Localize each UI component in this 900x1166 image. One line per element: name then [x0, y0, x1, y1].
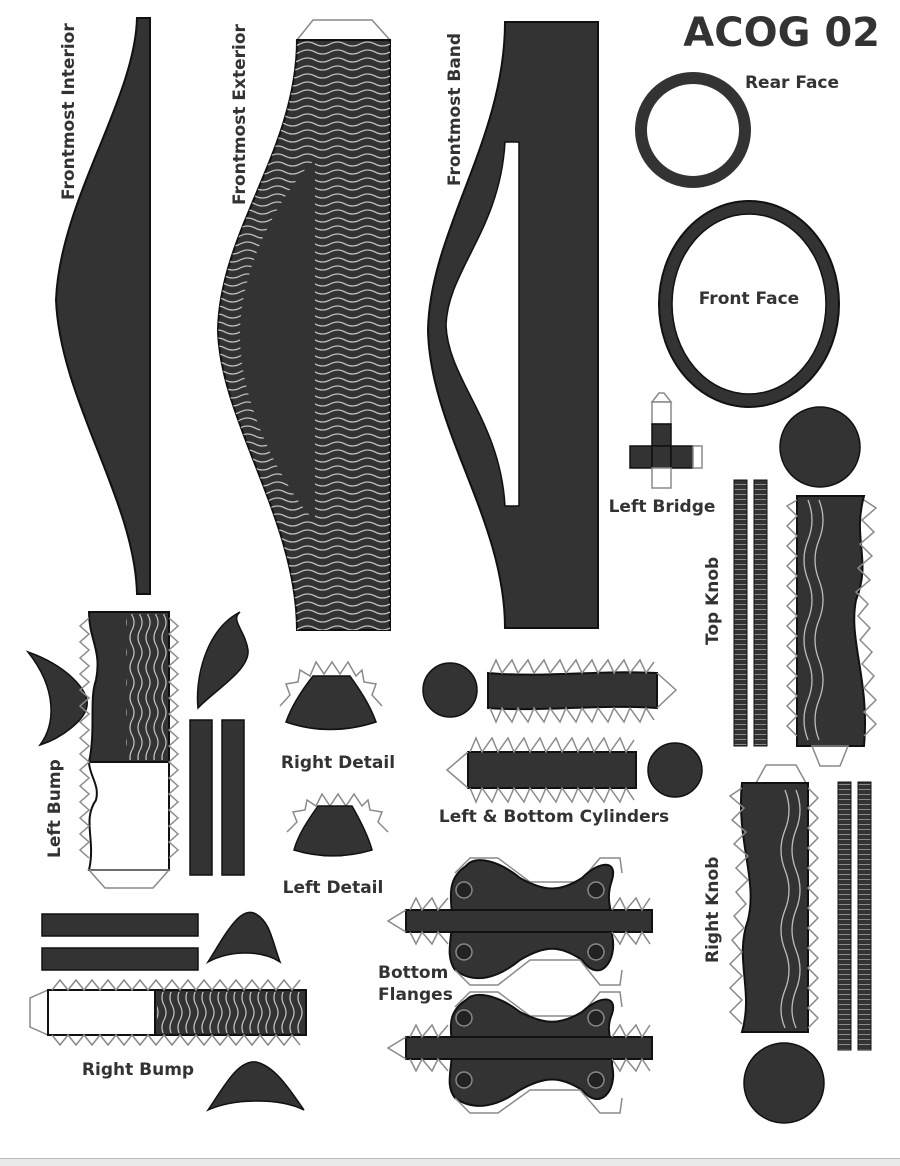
left-bridge-label: Left Bridge — [609, 497, 716, 517]
right-knob-label: Right Knob — [703, 857, 723, 963]
sheet-title: ACOG 02 — [683, 10, 880, 56]
bottom-edge-rule — [0, 1158, 900, 1166]
frontmost-interior-label: Frontmost Interior — [59, 23, 79, 200]
right-bump-label: Right Bump — [82, 1060, 194, 1080]
frontmost-band-piece — [426, 21, 599, 629]
frontmost-band-label: Frontmost Band — [445, 33, 465, 186]
cylinders-piece — [422, 658, 703, 804]
bottom-flanges-piece — [386, 857, 653, 1114]
rear-face-label: Rear Face — [745, 73, 839, 93]
front-face-label: Front Face — [699, 289, 799, 309]
front-face-ring — [658, 200, 840, 408]
right-detail-label: Right Detail — [281, 753, 395, 773]
left-detail-piece — [286, 792, 389, 857]
frontmost-interior-piece — [54, 17, 151, 595]
cylinders-label: Left & Bottom Cylinders — [439, 807, 669, 827]
right-detail-piece — [279, 660, 383, 731]
bottom-flanges-label-line2: Flanges — [378, 985, 453, 1005]
right-knob-piece — [728, 764, 872, 1124]
right-bump-piece — [29, 911, 307, 1112]
left-detail-label: Left Detail — [283, 878, 384, 898]
left-bump-label: Left Bump — [45, 759, 65, 858]
top-knob-piece — [733, 406, 878, 767]
frontmost-exterior-label: Frontmost Exterior — [230, 24, 250, 205]
frontmost-exterior-piece — [216, 19, 392, 631]
left-bridge-piece — [629, 392, 703, 489]
top-knob-label: Top Knob — [703, 557, 723, 645]
left-bump-piece — [25, 611, 249, 889]
bottom-flanges-label-line1: Bottom — [378, 963, 448, 983]
rear-face-ring — [635, 72, 751, 188]
